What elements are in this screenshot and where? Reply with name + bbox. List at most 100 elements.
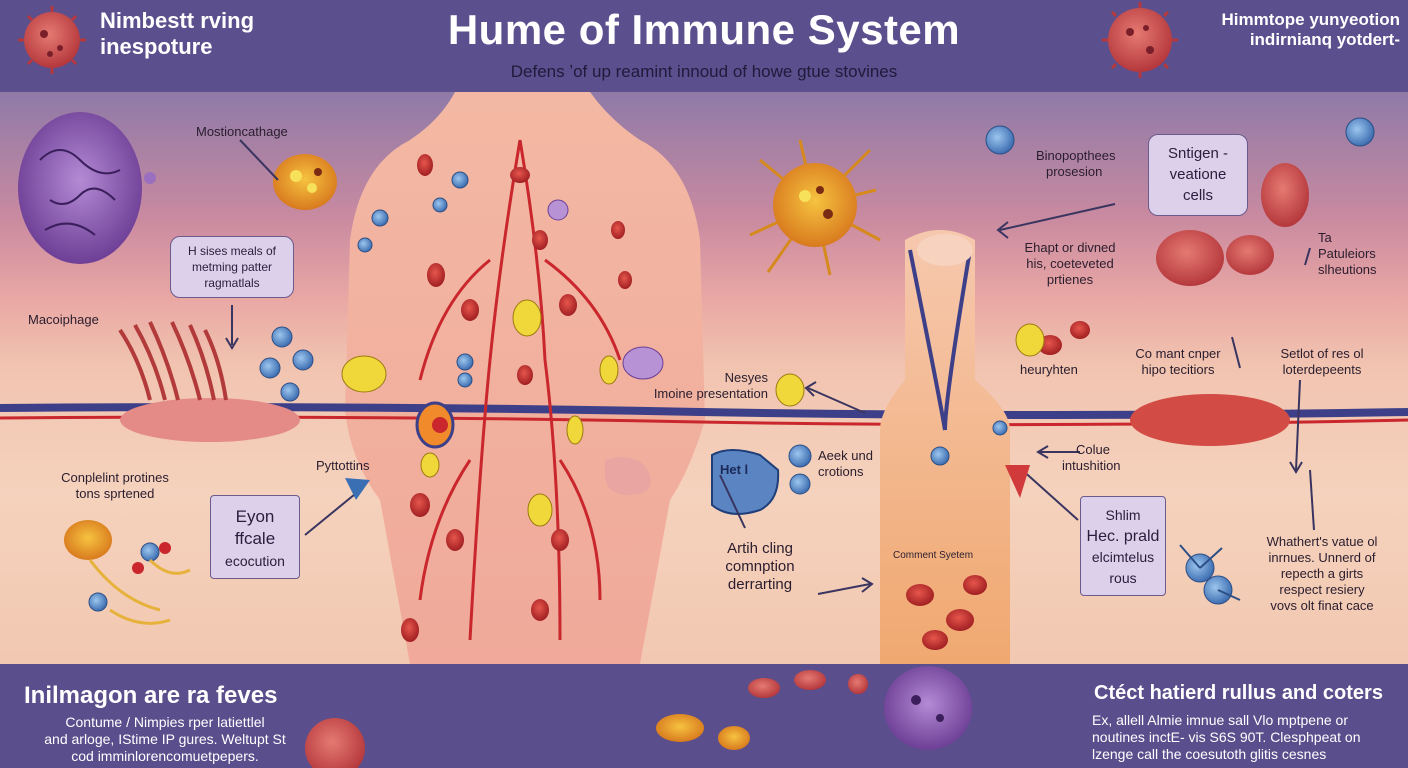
label-ehapt: Ehapt or divned his, coeteveted prtienes: [1010, 240, 1130, 288]
callout-line: Eyon: [235, 507, 275, 526]
label-line: repecth a girts: [1280, 566, 1364, 581]
label-line: Artih cling: [727, 540, 793, 557]
page-title: Hume of Immune System: [447, 6, 961, 53]
header-top-right-line: indirnianq yotdert-: [1249, 30, 1400, 49]
label-line: prosesion: [1046, 164, 1103, 179]
label-acekund: Aeek und crotions: [818, 448, 873, 480]
label-line: Co mant cnper: [1135, 346, 1221, 361]
label-line: his, coeteveted: [1026, 256, 1114, 271]
yellow-cells: [341, 299, 1045, 527]
label-line: Whathert's vatue ol: [1266, 534, 1378, 549]
blood-vessel-horizontal: [0, 394, 1408, 446]
footer-line: lzenge call the coesutoth glitis cesnes: [1092, 746, 1327, 762]
footer-right-text: Ex, allell Almie imnue sall Vlo mptpene …: [1092, 712, 1392, 763]
lymphocyte-cluster-right: [1179, 544, 1241, 601]
label-hetl: Het l: [720, 462, 749, 477]
callout-line: ffcale: [234, 529, 276, 548]
label-line: vovs olt finat cace: [1270, 598, 1374, 613]
label-comant: Co mant cnper hipo tecitiors: [1118, 346, 1238, 378]
dendritic-cell-orange: [749, 139, 881, 276]
label-line: Imoine presentation: [653, 386, 768, 401]
label-line: loterdepeents: [1282, 362, 1362, 377]
label-line: slheutions: [1318, 262, 1377, 277]
label-mostioncathage: Mostioncathage: [196, 124, 288, 139]
callout-box-sntigen: Sntigen - veatione cells: [1148, 134, 1248, 216]
label-line: crotions: [818, 464, 864, 479]
label-colue: Colue intushition: [1062, 442, 1121, 474]
label-sattot: Setlot of res ol loterdepeents: [1252, 346, 1392, 378]
header-top-left: Nimbestt rving inespoture: [100, 8, 254, 60]
virus-top-right: [1102, 2, 1178, 78]
header-top-right: Himmtope yunyeotion indirnianq yotdert-: [1200, 10, 1400, 50]
footer-left-title: Inilmagon are ra feves: [24, 682, 278, 709]
label-line: Ehapt or divned: [1024, 240, 1116, 255]
label-artih: Artih cling comnption derrarting: [700, 540, 820, 594]
label-line: Colue: [1076, 442, 1110, 457]
callout-line: veatione: [1169, 166, 1227, 183]
label-line: intushition: [1062, 458, 1121, 473]
callout-line: Shlim: [1105, 507, 1141, 523]
macrophage-cell: [273, 154, 337, 210]
callout-line: ecocution: [225, 553, 285, 569]
footer-left-text: Contume / Nimpies rper latiettlel and ar…: [20, 714, 310, 765]
label-line: Binopopthees: [1036, 148, 1116, 163]
infected-cell-core: [432, 417, 448, 433]
header-band: [0, 0, 1408, 92]
footer-band: [0, 664, 1408, 768]
label-complement: Conplelint protines tons sprtened: [30, 470, 200, 502]
label-line: prtienes: [1046, 272, 1094, 287]
label-comment-system: Comment Syetem: [893, 550, 974, 561]
label-line: hipo tecitiors: [1141, 362, 1215, 377]
page-subtitle: Defens ʼof up reamint innoud of howe gtu…: [510, 62, 898, 81]
label-line: Conplelint protines: [61, 470, 169, 485]
callout-line: metming patter: [191, 260, 273, 274]
complement-molecules: [64, 520, 191, 625]
callout-line: elcimtelus: [1091, 549, 1155, 565]
header-top-right-line: Himmtope yunyeotion: [1221, 10, 1400, 29]
callout-box-eyon: Eyon ffcale ecocution: [210, 495, 300, 579]
callout-line: H sises meals of: [187, 244, 277, 258]
label-heuryhan: heuryhten: [1020, 362, 1078, 377]
label-line: Nesyes: [724, 370, 768, 385]
label-neosyes: Nesyes Imoine presentation: [648, 370, 768, 402]
header-top-left-line: Nimbestt rving: [100, 8, 255, 33]
callout-line: Sntigen -: [1167, 145, 1229, 162]
lymphocytes: [88, 117, 1375, 612]
antigen-presenting-cell: [605, 449, 780, 515]
callout-line: cells: [1182, 187, 1213, 204]
red-blood-cells: [401, 154, 1090, 650]
label-macophage: Macoiphage: [28, 312, 99, 327]
label-line: Aeek und: [818, 448, 873, 463]
label-pyttottins: Pyttottins: [316, 458, 370, 473]
virus-top-left: [18, 6, 86, 74]
red-virus-cells-right: [1156, 163, 1309, 286]
callout-line: rous: [1109, 570, 1137, 586]
red-arrow-marker: [1005, 465, 1030, 498]
tissue-fibers-left: [118, 321, 228, 401]
label-binopopthees: Binopopthees prosesion: [1036, 148, 1116, 180]
label-patulcieiors: Ta Patuleiors slheutions: [1318, 230, 1402, 278]
label-line: derrarting: [727, 576, 793, 593]
label-line: Ta: [1318, 230, 1332, 245]
purple-cell-bottom: [305, 666, 972, 768]
label-line: Setlot of res ol: [1280, 346, 1364, 361]
purple-small-cells: [547, 199, 664, 380]
label-line: tons sprtened: [75, 486, 155, 501]
annotation-arrows: [225, 139, 1315, 595]
callout-box-h-sises: H sises meals of metming patter ragmatla…: [170, 236, 294, 298]
label-line: Patuleiors: [1318, 246, 1376, 261]
footer-line: cod imminlorencomuetpepers.: [71, 748, 259, 764]
label-line: respect resiery: [1279, 582, 1365, 597]
label-line: comnption: [725, 558, 795, 575]
purple-cell-left: [18, 112, 156, 264]
footer-line: Contume / Nimpies rper latiettlel: [65, 714, 265, 730]
footer-line: noutines inctE- vis S6S 90T. Clesphpeat …: [1092, 729, 1361, 745]
footer-right-title: Ctéct hatierd rullus and coters: [1094, 682, 1383, 704]
callout-line: ragmatlals: [204, 276, 260, 290]
label-whathert: Whathert's vatue ol inrnues. Unnerd of r…: [1248, 534, 1396, 614]
header-top-left-line: inespoture: [100, 34, 213, 59]
callout-box-shlim: Shlim Hec. prald elcimtelus rous: [1080, 496, 1166, 596]
label-line: inrnues. Unnerd of: [1268, 550, 1376, 565]
